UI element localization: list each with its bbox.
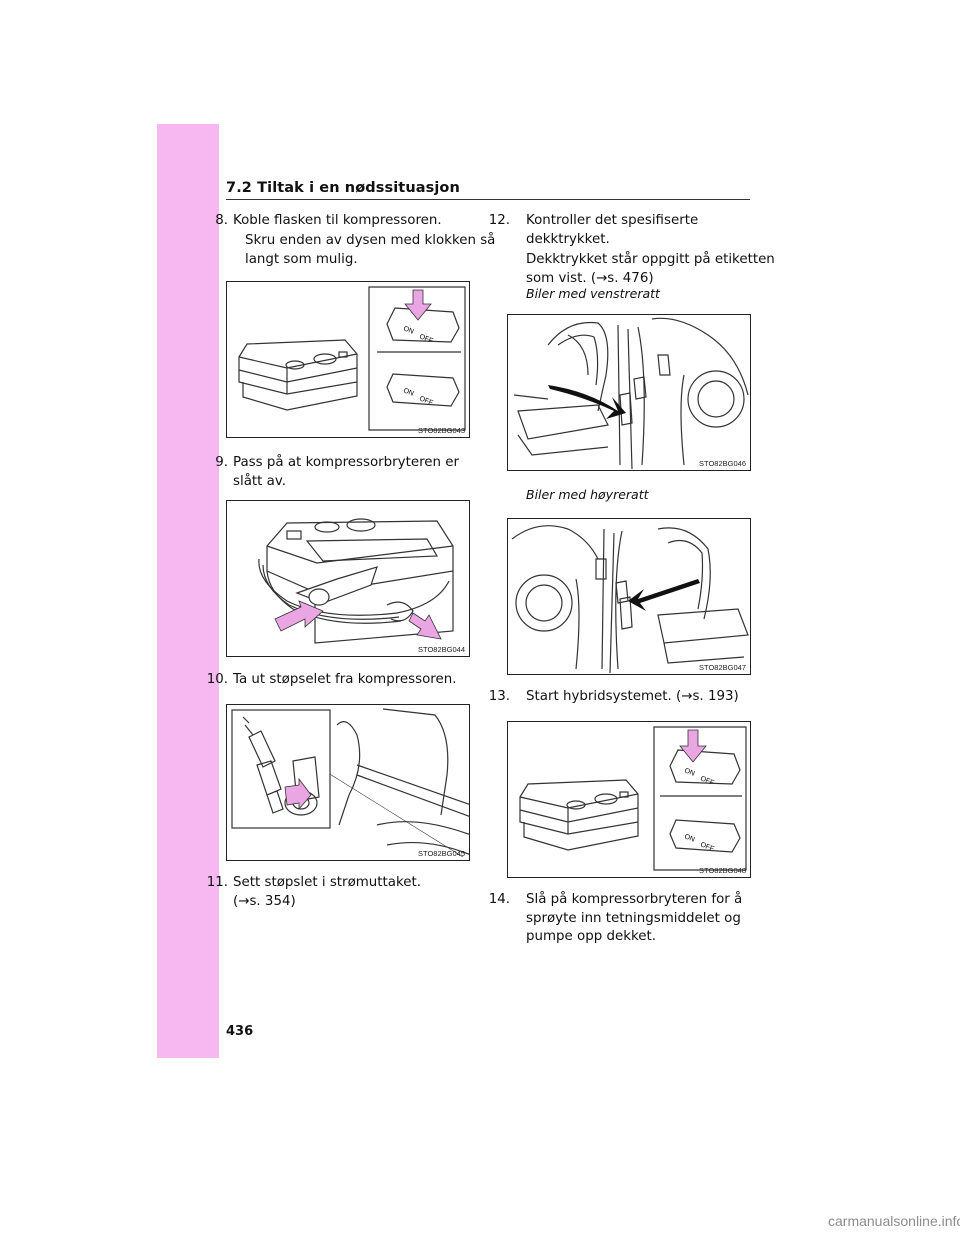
detail-line: langt som mulig. — [245, 251, 358, 267]
switch-on-label: ON — [683, 767, 695, 777]
step-text: Ta ut støpselet fra kompressoren. — [233, 672, 457, 687]
step-text: Start hybridsystemet. (→s. 193) — [526, 689, 739, 704]
figure-tire-label-rhd: STO82BG047 — [507, 518, 751, 675]
step-9: 9. Pass på at kompressorbryteren er slåt… — [188, 454, 468, 494]
figure-code: STO82BG048 — [699, 866, 746, 875]
step-12: 12. Kontroller det spesifiserte dekktryk… — [470, 212, 760, 252]
figure-power-outlet: STO82BG045 — [226, 704, 470, 861]
step-text: Kontroller det spesifiserte dekktrykket. — [526, 212, 698, 249]
detail-line: Skru enden av dysen med klokken så — [245, 233, 496, 248]
footer-watermark: carmanualsonline.info — [828, 1213, 960, 1229]
step-14: 14. Slå på kompressorbryteren for å sprø… — [470, 891, 760, 951]
section-header: 7.2 Tiltak i en nødssituasjon — [226, 180, 460, 196]
detail-line: som vist. (→s. 476) — [526, 270, 654, 286]
header-divider — [226, 199, 750, 200]
step-text: Pass på at kompressorbryteren er slått a… — [233, 454, 459, 491]
section-tab-sidebar — [157, 124, 219, 1058]
step-text: Slå på kompressorbryteren for å sprøyte … — [526, 891, 742, 947]
step-text-line: (→s. 354) — [233, 893, 296, 909]
switch-off-label: OFF — [699, 841, 715, 853]
step-text-line: slått av. — [233, 473, 287, 489]
step-number: 13. — [488, 689, 510, 704]
figure-tire-label-lhd: STO82BG046 — [507, 314, 751, 471]
caption-right-hand-drive: Biler med høyreratt — [526, 487, 649, 502]
step-text-line: Pass på at kompressorbryteren er — [233, 455, 460, 470]
step-8-detail: Skru enden av dysen med klokken så langt… — [245, 232, 495, 269]
switch-on-label: ON — [402, 325, 414, 335]
switch-off-label: OFF — [418, 395, 434, 407]
page-number: 436 — [226, 1024, 254, 1039]
step-number: 14. — [488, 892, 510, 907]
step-number: 9. — [215, 455, 228, 470]
detail-line: Dekktrykket står oppgitt på etiketten — [526, 252, 775, 267]
step-number: 12. — [488, 213, 510, 228]
figure-code: STO82BG047 — [699, 663, 746, 672]
switch-off-label: OFF — [699, 775, 715, 787]
figure-code: STO82BG046 — [699, 459, 746, 468]
step-text-line: dekktrykket. — [526, 231, 610, 247]
step-text-line: Slå på kompressorbryteren for å — [526, 892, 743, 907]
switch-off-label: OFF — [418, 333, 434, 345]
step-text-line: Kontroller det spesifiserte — [526, 213, 699, 228]
step-number: 10. — [206, 672, 228, 687]
figure-code: STO82BG045 — [418, 849, 465, 858]
switch-on-label: ON — [402, 387, 414, 397]
figure-code: STO82BG043 — [418, 426, 465, 435]
figure-code: STO82BG044 — [418, 645, 465, 654]
step-13: 13. Start hybridsystemet. (→s. 193) — [470, 688, 760, 708]
step-number: 8. — [215, 213, 228, 228]
step-8: 8. Koble flasken til kompressoren. — [188, 212, 468, 232]
step-text-line: pumpe opp dekket. — [526, 929, 656, 944]
switch-on-label: ON — [683, 833, 695, 843]
step-10: 10. Ta ut støpselet fra kompressoren. — [188, 671, 468, 691]
step-text: Koble flasken til kompressoren. — [233, 213, 442, 228]
step-number: 11. — [206, 875, 228, 890]
step-12-detail: Dekktrykket står oppgitt på etiketten so… — [526, 251, 775, 288]
figure-remove-plug: STO82BG044 — [226, 500, 470, 657]
step-text-line: Sett støpslet i strømuttaket. — [233, 875, 422, 890]
step-text-line: sprøyte inn tetningsmiddelet og — [526, 910, 741, 926]
figure-compressor-switch-off: ON OFF ON OFF STO82BG043 — [226, 281, 470, 438]
step-11: 11. Sett støpslet i strømuttaket. (→s. 3… — [188, 874, 468, 914]
caption-left-hand-drive: Biler med venstreratt — [526, 286, 660, 301]
step-text: Sett støpslet i strømuttaket. (→s. 354) — [233, 874, 421, 911]
figure-compressor-switch-on: ON OFF ON OFF STO82BG048 — [507, 721, 751, 878]
